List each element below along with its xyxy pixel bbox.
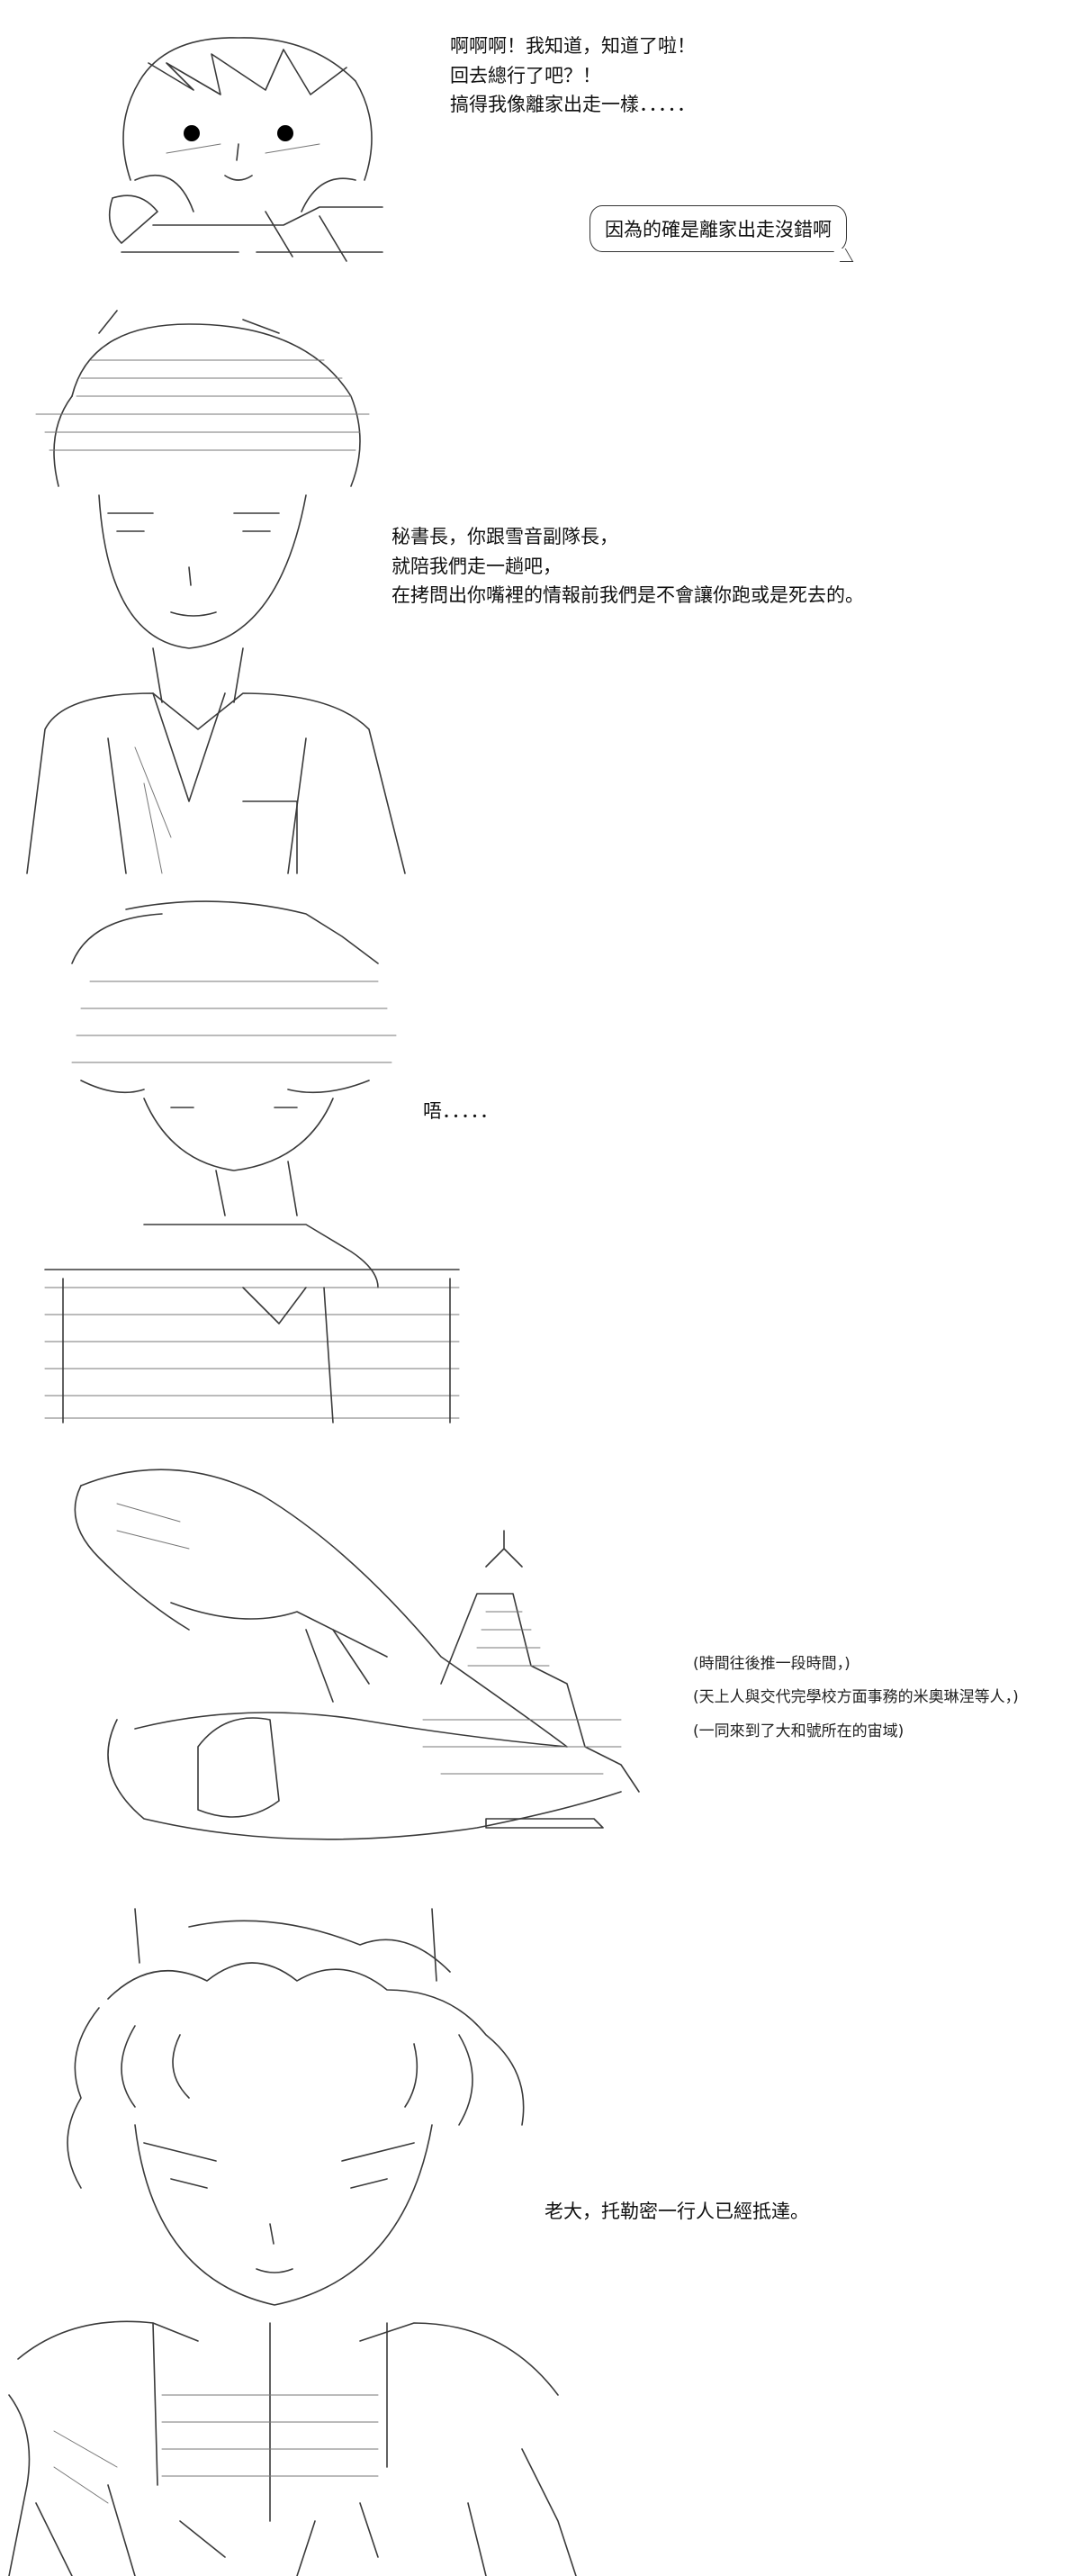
panel-4: (時間往後推一段時間，) (天上人與交代完學校方面事務的米奧琳涅等人，) (一同… [0,1450,1080,1882]
dialogue-line: 在拷問出你嘴裡的情報前我們是不會讓你跑或是死去的。 [392,584,864,607]
narration-block: (時間往後推一段時間，) (天上人與交代完學校方面事務的米奧琳涅等人，) (一同… [693,1648,1019,1749]
dialogue-line: 唔．．．．． [423,1100,499,1122]
spaceship-art [63,1450,693,1882]
panel-3: 唔．．．．． [0,891,1080,1432]
dialogue-line: 回去總行了吧？！ [450,64,601,86]
dialogue-line: 啊啊啊！我知道，知道了啦！ [450,35,696,57]
speech-bubble: 因為的確是離家出走沒錯啊 [590,205,847,252]
dialogue-line: 老大，托勒密一行人已經抵達。 [544,2201,809,2222]
panel-5: 老大，托勒密一行人已經抵達。 [0,1891,1080,2576]
narration-line: (一同來到了大和號所在的宙域) [693,1722,904,1740]
character-art-girl-curly-hair [0,1891,594,2576]
dialogue-line: 搞得我像離家出走一樣．．．．． [450,94,696,116]
narration-line: (時間往後推一段時間，) [693,1655,850,1673]
dialogue-block-5: 老大，托勒密一行人已經抵達。 [544,2197,809,2227]
dialogue-block-3: 唔．．．．． [423,1097,499,1126]
dialogue-block-2: 秘書長，你跟雪音副隊長， 就陪我們走一趟吧， 在拷問出你嘴裡的情報前我們是不會讓… [392,522,864,610]
character-art-man-suit [9,297,441,874]
dialogue-line: 秘書長，你跟雪音副隊長， [392,526,618,547]
dialogue-line: 就陪我們走一趟吧， [392,555,562,577]
character-art-boy-hoodie [36,891,468,1424]
dialogue-block-1: 啊啊啊！我知道，知道了啦！ 回去總行了吧？！ 搞得我像離家出走一樣．．．．． [450,32,696,120]
panel-1: 啊啊啊！我知道，知道了啦！ 回去總行了吧？！ 搞得我像離家出走一樣．．．．． 因… [0,0,1080,297]
character-art-girl-surprised [86,27,418,270]
panel-2: 秘書長，你跟雪音副隊長， 就陪我們走一趟吧， 在拷問出你嘴裡的情報前我們是不會讓… [0,297,1080,874]
narration-line: (天上人與交代完學校方面事務的米奧琳涅等人，) [693,1688,1019,1707]
